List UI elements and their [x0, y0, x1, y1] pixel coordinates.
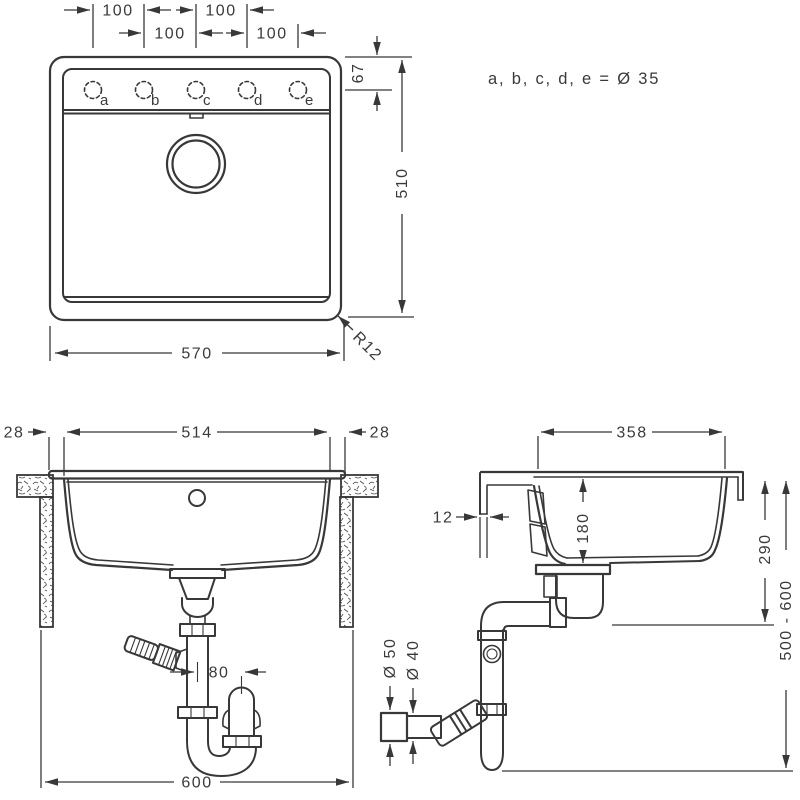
- outlet-pipe-stub: [406, 715, 442, 739]
- trap-nut-left: [177, 706, 218, 719]
- dim-bowl-opening: 358: [616, 425, 647, 442]
- overflow-hole-front: [188, 489, 206, 507]
- drain-funnel: [178, 577, 216, 600]
- hole-label-c: c: [203, 92, 211, 109]
- front-view-dimensions: 28 514 28 80 600: [4, 425, 391, 792]
- dim-rear-lip: 12: [433, 510, 454, 527]
- hole-label-a: a: [100, 92, 109, 109]
- overflow-slot: [189, 112, 204, 119]
- trap-u-bend: [186, 740, 257, 777]
- trap-nut-right: [222, 735, 262, 748]
- tap-hole-a: [83, 80, 103, 100]
- dim-overall-depth: 510: [394, 167, 411, 198]
- overflow-channel-lower: [529, 523, 548, 557]
- side-drain-assembly: [379, 563, 612, 771]
- angled-branch-fitting: [429, 699, 489, 747]
- dim-trap-offset: 80: [209, 665, 230, 682]
- top-view-dimensions: 100 100 100 100 67 510: [49, 3, 414, 365]
- hole-label-b: b: [151, 92, 160, 109]
- tap-hole-b: [134, 80, 154, 100]
- cleanout-plug: [482, 644, 502, 664]
- elbow-nut: [549, 597, 567, 628]
- dim-hole-spacing-ab: 100: [102, 3, 133, 20]
- hole-label-d: d: [254, 92, 263, 109]
- dim-edge-to-holes: 67: [350, 63, 367, 84]
- drain-cup: [181, 597, 214, 618]
- drain-opening-outer: [165, 133, 227, 195]
- top-view: a b c d e 100 100 100 100: [48, 3, 414, 365]
- standpipe-nut-upper: [477, 630, 507, 641]
- dim-rim-to-outlet: 290: [757, 533, 774, 564]
- countertop-slab-left: [16, 474, 54, 498]
- dim-corner-radius: R12: [349, 329, 385, 365]
- tap-holes: [83, 80, 308, 100]
- countertop-slab-right: [340, 474, 379, 498]
- top-view-sink-outline: [48, 55, 343, 322]
- front-drain-assembly: [123, 577, 262, 777]
- dim-cutout-width: 514: [181, 425, 212, 442]
- dim-overhang-right: 28: [370, 425, 391, 442]
- drain-opening-inner: [171, 139, 221, 189]
- side-view: 358 12 180 290 500 - 600 Ø 50 Ø: [379, 425, 795, 772]
- drain-housing-side: [555, 573, 604, 619]
- side-view-dimensions: 358 12 180 290 500 - 600 Ø 50 Ø: [382, 425, 795, 772]
- tap-hole-labels: a b c d e: [100, 92, 314, 109]
- drain-flange-side: [534, 563, 612, 576]
- sink-rim-front: [47, 469, 347, 480]
- dim-overall-width: 570: [181, 346, 212, 363]
- tap-hole-e: [288, 80, 308, 100]
- dim-rim-to-floor: 500 - 600: [778, 579, 795, 660]
- dishwasher-hose: [123, 635, 182, 672]
- pipe-end-cap: [480, 751, 504, 771]
- dim-bowl-depth: 180: [575, 512, 592, 543]
- standpipe-nut-lower: [476, 703, 507, 716]
- trap-standpipe: [228, 686, 255, 737]
- dim-hole-spacing-cd: 100: [205, 3, 236, 20]
- dim-wall-socket-diameter: Ø 50: [382, 638, 399, 679]
- front-countertop: [16, 474, 379, 628]
- side-sink-body: [479, 470, 744, 566]
- dim-outlet-pipe-diameter: Ø 40: [405, 640, 422, 681]
- cabinet-panel-left: [39, 496, 54, 628]
- dim-overhang-left: 28: [4, 425, 25, 442]
- front-sink-body: [47, 469, 347, 579]
- tap-hole-d: [237, 80, 257, 100]
- dim-hole-spacing-bc: 100: [154, 26, 185, 43]
- drain-nut-upper: [179, 623, 216, 637]
- overflow-channel-upper: [527, 489, 546, 525]
- dim-cabinet-width: 600: [181, 775, 212, 792]
- tap-hole-c: [186, 80, 206, 100]
- dim-hole-spacing-de: 100: [256, 26, 287, 43]
- hole-label-e: e: [305, 92, 314, 109]
- cabinet-panel-right: [339, 496, 354, 628]
- hole-diameter-legend: a, b, c, d, e = Ø 35: [488, 70, 660, 88]
- wall-socket: [379, 711, 409, 743]
- front-view: 28 514 28 80 600: [4, 425, 391, 792]
- drain-flange-front: [169, 568, 226, 579]
